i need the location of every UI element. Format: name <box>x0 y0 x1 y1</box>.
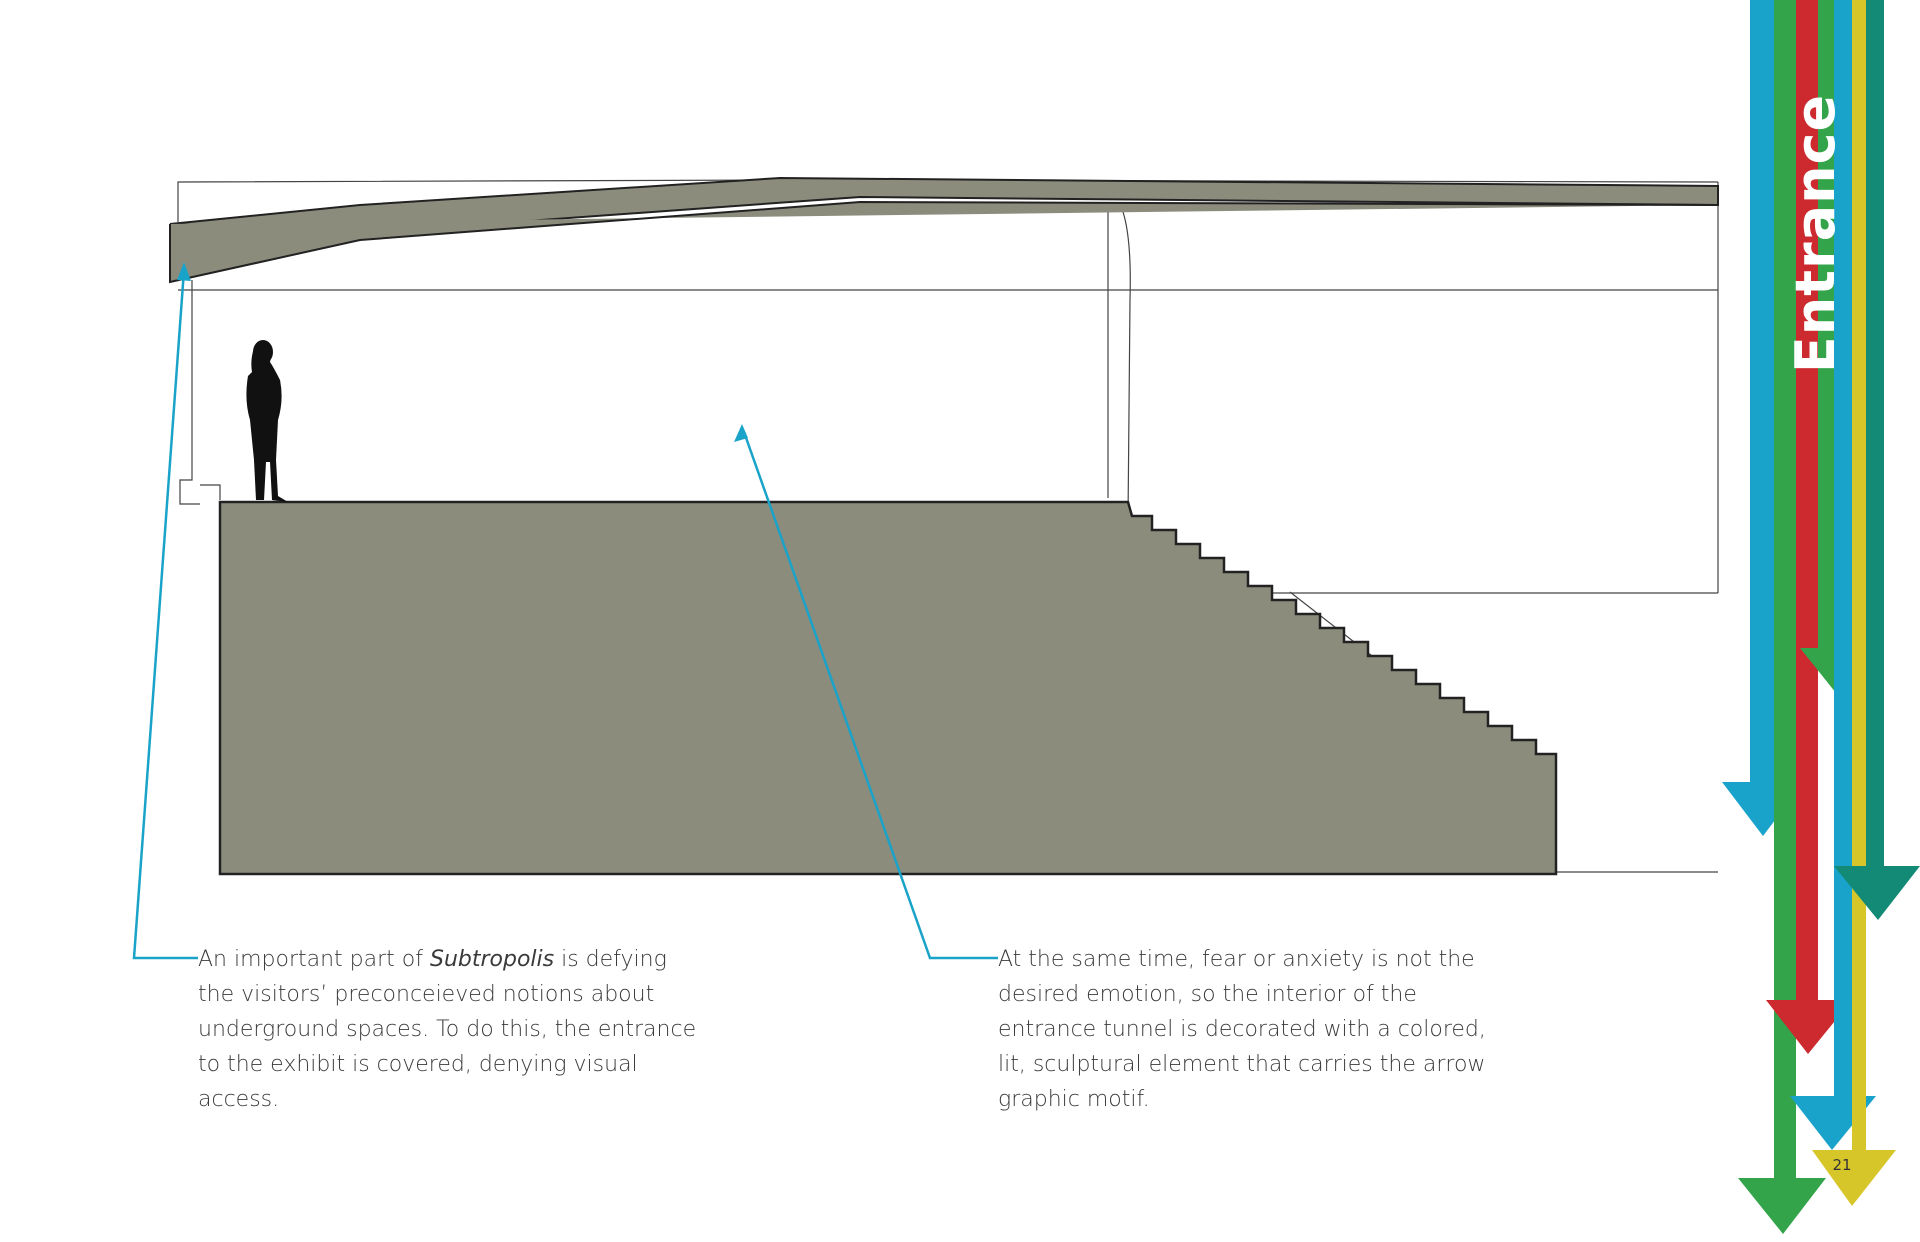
leader-line-right <box>742 431 998 960</box>
roof-canopy-edge <box>169 200 1719 284</box>
caption-right-text: At the same time, fear or anxiety is not… <box>998 947 1486 1112</box>
leader-arrowheads <box>177 262 748 442</box>
section-title-text: Entrance <box>1784 93 1848 373</box>
page-number: 21 <box>1832 1156 1852 1174</box>
caption-right: At the same time, fear or anxiety is not… <box>998 942 1518 1117</box>
arrow-up-icon <box>734 424 748 442</box>
arrow-up-icon <box>177 262 191 281</box>
caption-left-start: An important part of <box>198 947 430 972</box>
arrow-down-icon <box>1834 866 1920 920</box>
arrow-down-icon <box>1812 1150 1896 1206</box>
section-title: Entrance <box>1785 93 1848 372</box>
arrow-motif <box>1722 0 1920 1234</box>
leader-line-left <box>132 269 198 960</box>
caption-left-emphasis: Subtropolis <box>429 947 555 972</box>
person-silhouette-icon <box>246 340 288 502</box>
arrow-down-icon <box>1738 1178 1826 1234</box>
leader-lines <box>132 269 998 960</box>
caption-left: An important part of Subtropolis is defy… <box>198 942 698 1117</box>
arrow-down-icon <box>1766 1000 1852 1054</box>
caption-left-end: is defying the visitors’ preconceieved n… <box>198 947 697 1112</box>
ground-fill <box>218 500 1558 876</box>
